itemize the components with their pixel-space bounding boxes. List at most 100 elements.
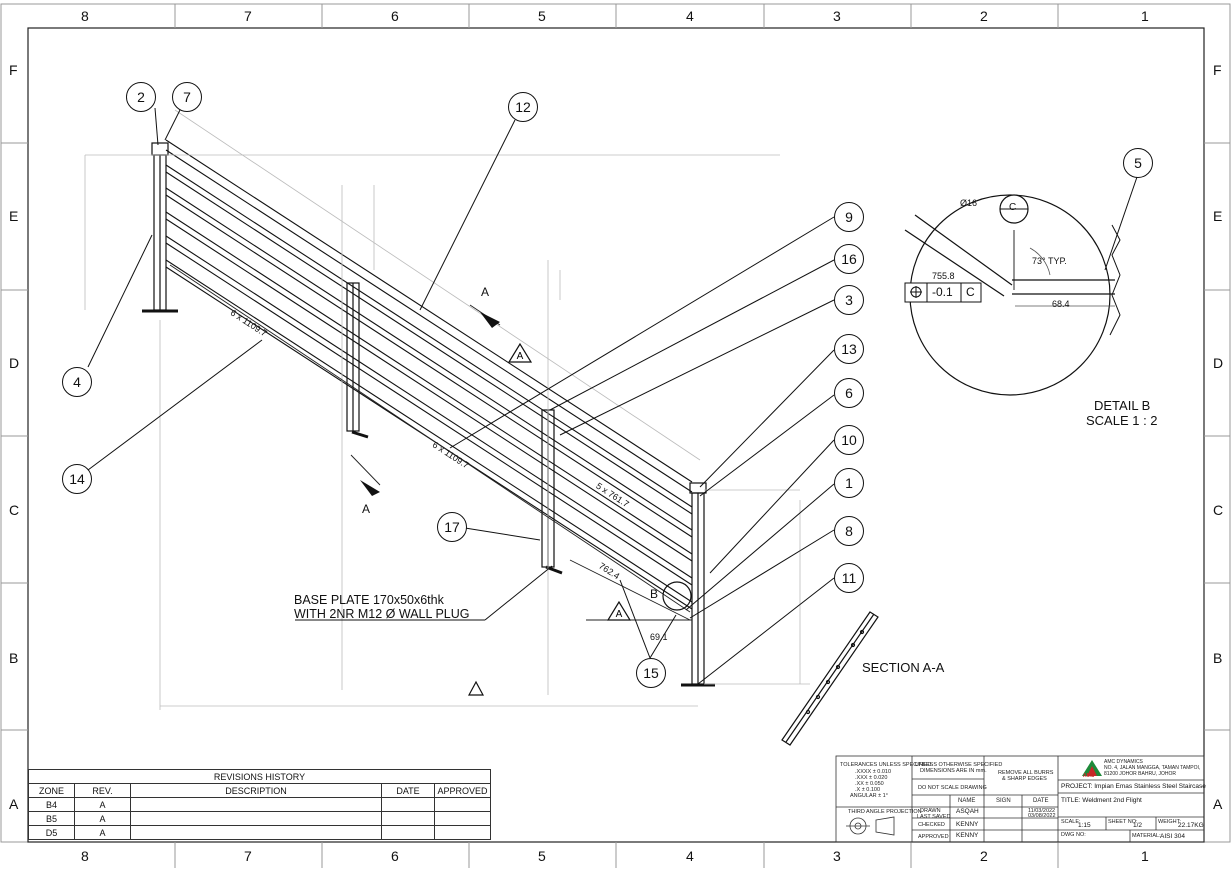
table-header: ZONE: [28, 783, 75, 798]
column-label: 5: [538, 8, 546, 24]
dimension-text: Ø16: [960, 198, 978, 208]
column-label: 3: [833, 848, 841, 864]
table-cell: B4: [28, 797, 75, 812]
callout-balloon[interactable]: 1: [834, 468, 864, 498]
sheet-label: SHEET NO:: [1108, 819, 1138, 825]
drawing-title: TITLE: Weldment 2nd Flight: [1061, 797, 1142, 804]
scale-value: 1:15: [1078, 822, 1091, 829]
row-label: E: [9, 208, 19, 224]
callout-balloon[interactable]: 7: [172, 82, 202, 112]
row-label: B: [1213, 650, 1223, 666]
material-value: AISI 304: [1160, 833, 1185, 840]
table-row: B4 A: [28, 797, 491, 812]
company-address: NO. 4, JALAN MANGGA, TAMAN TAMPOI,: [1104, 765, 1201, 771]
base-plate-note: BASE PLATE 170x50x6thk: [294, 593, 444, 607]
column-label: 2: [980, 848, 988, 864]
table-cell: A: [74, 825, 131, 840]
callout-balloon[interactable]: 6: [834, 378, 864, 408]
burrs-note: & SHARP EDGES: [1002, 776, 1047, 782]
section-arrow-upper: [480, 312, 500, 328]
tolerance-note: .X ± 0.100: [855, 787, 881, 793]
tolerance-note: .XXX ± 0.020: [855, 775, 888, 781]
callout-balloon[interactable]: 9: [834, 202, 864, 232]
table-header: APPROVED: [434, 783, 491, 798]
column-label: 6: [391, 8, 399, 24]
column-label: 1: [1141, 8, 1149, 24]
row-label: F: [1213, 62, 1222, 78]
dimension-text: 755.8: [932, 271, 955, 281]
svg-text:A: A: [517, 351, 524, 362]
sheet-value: 1/2: [1133, 822, 1143, 829]
row-label: C: [9, 502, 20, 518]
tolerance-note: ANGULAR ± 1°: [850, 793, 888, 799]
table-cell: [130, 811, 382, 826]
row-label: F: [9, 62, 18, 78]
table-row: D5 A: [28, 825, 491, 840]
datum-label: C: [966, 285, 975, 299]
row-label: B: [9, 650, 19, 666]
table-header: DESCRIPTION: [130, 783, 382, 798]
detail-title: DETAIL B: [1094, 398, 1151, 413]
approved-label: APPROVED: [918, 834, 949, 840]
approved-name: KENNY: [956, 832, 979, 839]
section-view-title: SECTION A-A: [862, 660, 945, 675]
column-label: 4: [686, 8, 694, 24]
row-label: D: [1213, 355, 1224, 371]
row-label: C: [1213, 502, 1224, 518]
section-marker: A: [481, 285, 490, 299]
datum-label: C: [1009, 202, 1017, 213]
saved-date: 03/08/2022: [1028, 813, 1056, 819]
column-label: 1: [1141, 848, 1149, 864]
table-header: DATE: [381, 783, 435, 798]
do-not-scale-note: DO NOT SCALE DRAWING: [918, 785, 987, 791]
callout-balloon[interactable]: 2: [126, 82, 156, 112]
callout-balloon[interactable]: 5: [1123, 148, 1153, 178]
projection-label: THIRD ANGLE PROJECTION: [848, 809, 922, 815]
row-label: E: [1213, 208, 1223, 224]
table-cell: [434, 811, 491, 826]
callout-balloon[interactable]: 4: [62, 367, 92, 397]
table-cell: [381, 797, 435, 812]
callout-balloon[interactable]: 12: [508, 92, 538, 122]
revisions-title: REVISIONS HISTORY: [28, 769, 491, 784]
company-logo-text: AMC: [1083, 773, 1095, 779]
svg-text:A: A: [616, 609, 623, 620]
drawn-date: 11/03/2022: [1028, 808, 1056, 814]
tolerance-value: -0.1: [932, 285, 953, 299]
detail-b-view: [904, 194, 1121, 396]
section-arrow-lower: [360, 480, 380, 496]
checked-label: CHECKED: [918, 822, 945, 828]
callout-balloon[interactable]: 14: [62, 464, 92, 494]
table-cell: [434, 797, 491, 812]
units-note: DIMENSIONS ARE IN mm.: [920, 768, 987, 774]
column-date: DATE: [1033, 798, 1049, 804]
company-name: AMC DYNAMICS: [1104, 759, 1143, 765]
column-label: 4: [686, 848, 694, 864]
scale-label: SCALE:: [1061, 819, 1081, 825]
section-marker: A: [362, 502, 371, 516]
column-label: 8: [81, 848, 89, 864]
callout-balloon[interactable]: 13: [834, 334, 864, 364]
callout-balloon[interactable]: 10: [834, 425, 864, 455]
burrs-note: REMOVE ALL BURRS: [998, 770, 1054, 776]
project-field: PROJECT: Impian Emas Stainless Steel Sta…: [1061, 783, 1206, 790]
row-label: D: [9, 355, 20, 371]
callout-balloon[interactable]: 8: [834, 516, 864, 546]
column-label: 5: [538, 848, 546, 864]
drawn-name: ASQAH: [956, 808, 979, 815]
table-cell: D5: [28, 825, 75, 840]
base-plate-note: WITH 2NR M12 Ø WALL PLUG: [294, 607, 470, 621]
row-label: A: [9, 796, 19, 812]
callout-balloon[interactable]: 17: [437, 512, 467, 542]
revisions-table: REVISIONS HISTORY ZONE REV. DESCRIPTION …: [28, 769, 491, 840]
callout-balloon[interactable]: 16: [834, 244, 864, 274]
title-block-frame: [835, 755, 1205, 843]
column-label: 2: [980, 8, 988, 24]
table-cell: [434, 825, 491, 840]
callout-balloon[interactable]: 11: [834, 563, 864, 593]
callout-balloon[interactable]: 3: [834, 285, 864, 315]
callout-balloon[interactable]: 15: [636, 658, 666, 688]
column-name: NAME: [958, 798, 976, 804]
weight-value: 22.17KG: [1178, 822, 1204, 829]
